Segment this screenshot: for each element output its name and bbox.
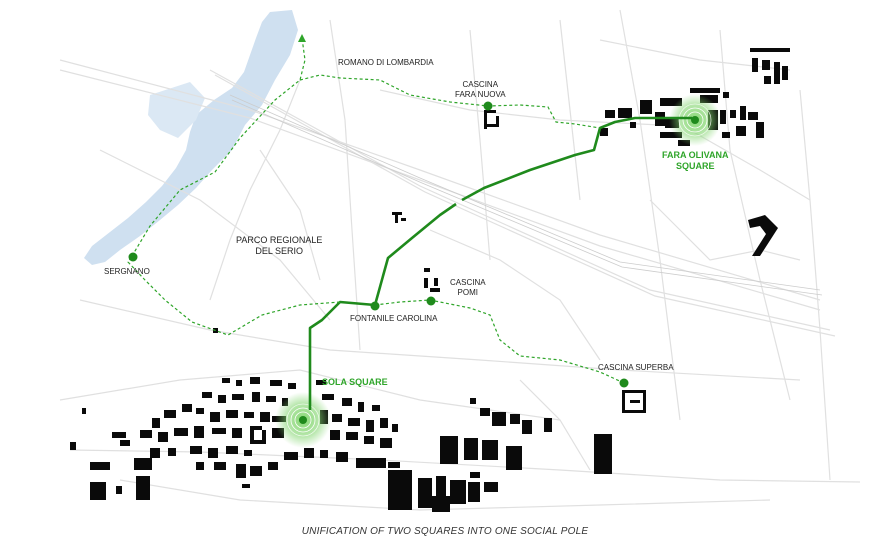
buildings-industrial: [388, 398, 612, 512]
label-cascina-fara-nuova-line2: FARA NUOVA: [455, 90, 506, 99]
label-cascina-fara-nuova: CASCINA FARA NUOVA: [455, 80, 506, 100]
river-serio: [84, 10, 298, 265]
label-cascina-pomi-line2: POMI: [457, 288, 478, 297]
map-caption: UNIFICATION OF TWO SQUARES INTO ONE SOCI…: [301, 526, 589, 537]
railway: [229, 94, 823, 296]
sola-square-marker: [275, 392, 331, 448]
label-parco-line1: PARCO REGIONALE: [236, 235, 323, 245]
road-network: [59, 9, 861, 511]
north-arrow-romano: [298, 34, 306, 42]
label-romano: ROMANO DI LOMBARDIA: [338, 58, 434, 67]
label-fara-olivana-line1: FARA OLIVANA: [662, 150, 729, 160]
label-cascina-fara-nuova-line1: CASCINA: [462, 80, 499, 89]
stop-markers: [128, 101, 629, 388]
label-sola-square: SOLA SQUARE: [322, 377, 388, 387]
label-sergnano: SERGNANO: [104, 267, 150, 276]
label-fara-olivana-line2: SQUARE: [675, 161, 715, 171]
secondary-routes: [127, 37, 625, 384]
label-cascina-pomi: CASCINA POMI: [450, 278, 486, 298]
label-fontanile-carolina: FONTANILE CAROLINA: [350, 314, 438, 323]
label-parco-line2: DEL SERIO: [255, 246, 304, 256]
buildings-farms: [213, 110, 778, 413]
label-cascina-superba: CASCINA SUPERBA: [598, 363, 674, 372]
label-fara-olivana-square: FARA OLIVANA SQUARE: [662, 150, 729, 172]
label-cascina-pomi-line1: CASCINA: [450, 278, 486, 287]
label-parco-regionale: PARCO REGIONALE DEL SERIO: [236, 235, 322, 257]
fara-olivana-square-marker: [669, 94, 721, 146]
buildings-sola: [70, 377, 400, 500]
